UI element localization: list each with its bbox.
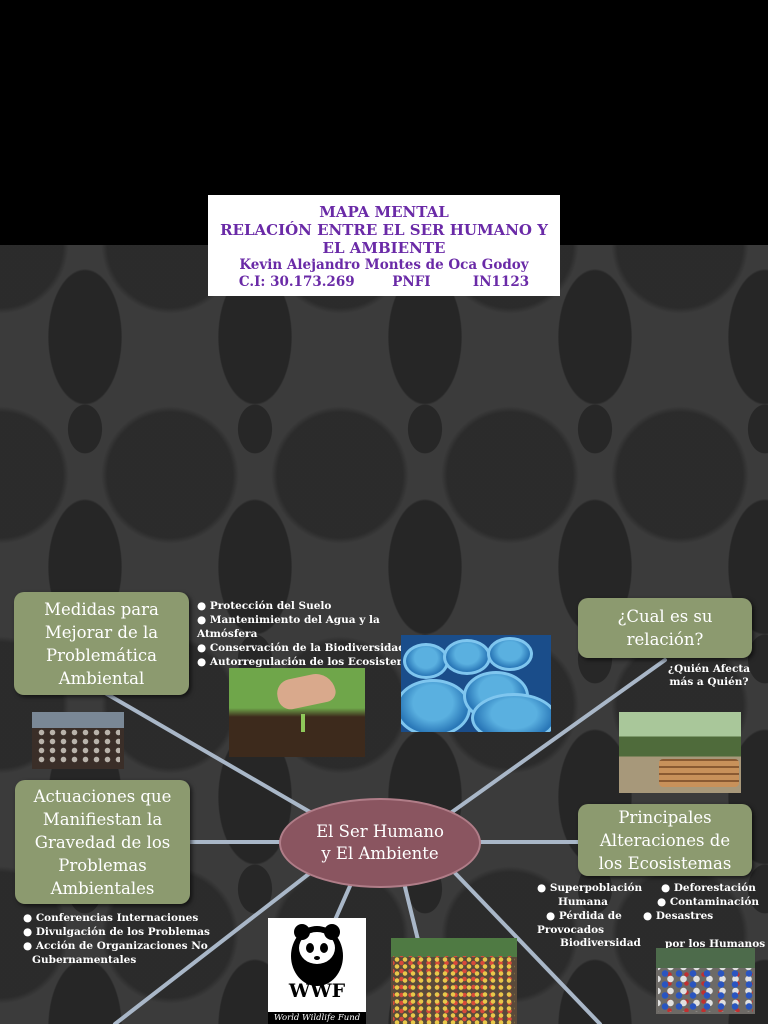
alteraciones-bullet: ● Superpoblación	[537, 882, 643, 894]
connector-lower-right	[453, 871, 602, 1024]
alteraciones-bullet: Biodiversidad	[560, 937, 641, 949]
garbage-pile-photo	[656, 948, 755, 1014]
deforestation-logs-photo	[619, 712, 741, 793]
alteraciones-bullet: ● Pérdida de	[546, 910, 622, 922]
alteraciones-bullet: Provocados	[537, 924, 604, 936]
wwf-logo-image: WWF World Wildlife Fund	[268, 918, 366, 1024]
alteraciones-bullet: por los Humanos	[665, 938, 766, 950]
author-name: Kevin Alejandro Montes de Oca Godoy	[239, 257, 529, 273]
node-actuaciones-line-2: Manifiestan la	[42, 809, 163, 829]
node-medidas-line-3: Problemática	[46, 645, 157, 665]
alteraciones-bullet: ● Desastres	[643, 910, 714, 922]
node-medidas-line-1: Medidas para	[44, 599, 159, 619]
node-medidas-line-2: Mejorar de la	[44, 622, 159, 642]
node-alteraciones[interactable]: Principales Alteraciones de los Ecosiste…	[578, 804, 752, 876]
title-line-2: RELACIÓN ENTRE EL SER HUMANO Y	[220, 221, 548, 239]
node-medidas[interactable]: Medidas para Mejorar de la Problemática …	[14, 592, 189, 695]
title-box: MAPA MENTAL RELACIÓN ENTRE EL SER HUMANO…	[208, 195, 560, 296]
medidas-bullet: ● Protección del Suelo	[197, 600, 332, 612]
actuaciones-bullet: ● Acción de Organizaciones No	[23, 940, 208, 952]
node-relacion-line-1: ¿Cual es su	[617, 607, 713, 626]
node-alteraciones-line-1: Principales	[618, 807, 712, 827]
node-alteraciones-line-2: Alteraciones de	[599, 830, 731, 850]
connector-relacion	[450, 658, 667, 814]
medidas-bullet: ● Mantenimiento del Agua y la	[197, 614, 380, 626]
actuaciones-bullet-list: ● Conferencias Internaciones ● Divulgaci…	[23, 911, 210, 967]
actuaciones-bullet: Gubernamentales	[32, 954, 137, 966]
hand-planting-seed-photo	[229, 668, 365, 757]
author-id: C.I: 30.173.269 PNFI IN1123	[238, 274, 530, 290]
node-actuaciones-line-5: Ambientales	[50, 878, 155, 898]
center-node-line-1: El Ser Humano	[316, 822, 444, 841]
medidas-bullet: ● Conservación de la Biodiversidad	[197, 642, 406, 654]
people-field-photo	[32, 712, 124, 769]
connector-lower-mid-right	[403, 885, 420, 942]
actuaciones-bullet: ● Divulgación de los Problemas	[23, 926, 210, 938]
water-tubs-photo	[401, 635, 551, 732]
connector-lower-left	[113, 871, 312, 1024]
panda-icon	[291, 924, 343, 986]
alteraciones-bullet: ● Contaminación	[657, 896, 760, 908]
center-node[interactable]: El Ser Humano y El Ambiente	[279, 798, 481, 888]
node-actuaciones-line-1: Actuaciones que	[33, 786, 172, 806]
medidas-bullet-list: ● Protección del Suelo ● Mantenimiento d…	[197, 599, 420, 669]
medidas-bullet: Atmósfera	[197, 628, 258, 640]
relacion-note-line-2: más a Quién?	[669, 676, 749, 688]
relacion-note: ¿Quién Afecta más a Quién?	[664, 663, 754, 689]
title-line-1: MAPA MENTAL	[319, 203, 449, 221]
alteraciones-bullet: ● Deforestación	[661, 882, 756, 894]
node-medidas-line-4: Ambiental	[58, 668, 145, 688]
wwf-caption: World Wildlife Fund	[268, 1012, 366, 1024]
connector-medidas	[98, 688, 312, 814]
medidas-bullet: ● Autorregulación de los Ecosistemas	[197, 656, 421, 668]
relacion-note-line-1: ¿Quién Afecta	[667, 663, 751, 675]
crowd-street-photo	[391, 938, 517, 1024]
node-alteraciones-line-3: los Ecosistemas	[598, 853, 732, 873]
title-line-3: EL AMBIENTE	[322, 239, 446, 257]
node-actuaciones-line-3: Gravedad de los	[34, 832, 171, 852]
node-relacion[interactable]: ¿Cual es su relación?	[578, 598, 752, 658]
node-actuaciones[interactable]: Actuaciones que Manifiestan la Gravedad …	[15, 780, 190, 904]
center-node-line-2: y El Ambiente	[321, 844, 439, 863]
node-relacion-line-2: relación?	[626, 630, 704, 649]
wwf-logo-text: WWF	[288, 980, 346, 1002]
connector-lower-mid-left	[333, 884, 352, 922]
node-actuaciones-line-4: Problemas	[58, 855, 147, 875]
alteraciones-bullet: Humana	[558, 896, 608, 908]
actuaciones-bullet: ● Conferencias Internaciones	[23, 912, 199, 924]
